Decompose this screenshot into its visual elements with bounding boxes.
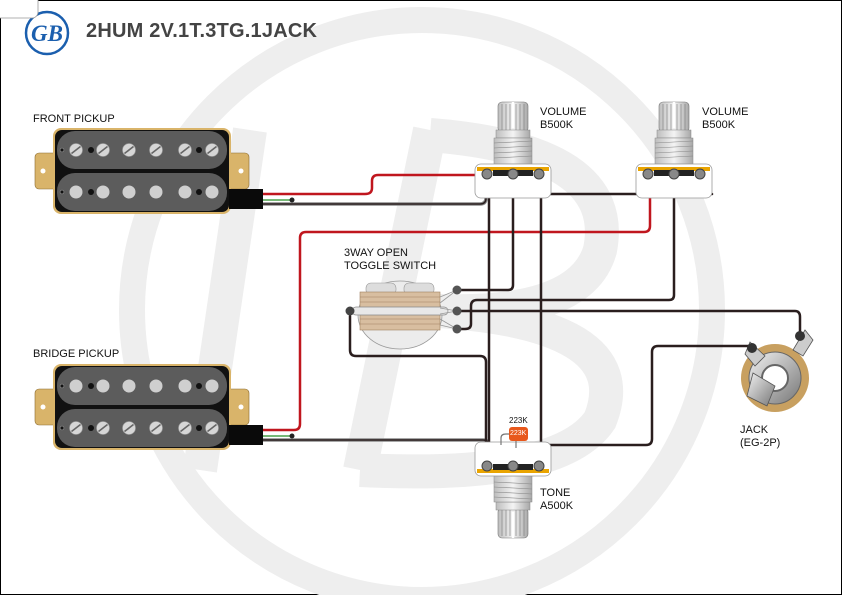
toggle-label: 3WAY OPEN TOGGLE SWITCH bbox=[344, 247, 436, 273]
jack-label: JACK (EG-2P) bbox=[740, 424, 780, 450]
output-jack[interactable] bbox=[741, 329, 814, 412]
wire-vol2-to-toggle bbox=[455, 178, 676, 331]
tone-label: TONE A500K bbox=[540, 487, 573, 513]
volume-1-label: VOLUME B500K bbox=[540, 106, 586, 132]
jack-model: (EG-2P) bbox=[740, 437, 781, 449]
toggle-switch[interactable] bbox=[345, 280, 462, 350]
toggle-label-line1: 3WAY OPEN bbox=[344, 247, 408, 259]
wire-jack-ground bbox=[539, 344, 754, 447]
gb-logo: GB bbox=[24, 10, 70, 56]
tone-value: A500K bbox=[540, 500, 574, 512]
front-pickup-label: FRONT PICKUP bbox=[33, 113, 115, 125]
volume-2-value: B500K bbox=[702, 119, 736, 131]
wire-vol1-to-toggle bbox=[455, 178, 515, 292]
wire-toggle-ground bbox=[348, 314, 488, 464]
toggle-label-line2: TOGGLE SWITCH bbox=[344, 260, 437, 272]
capacitor-label: 223K bbox=[509, 416, 528, 425]
volume-1-name: VOLUME bbox=[540, 106, 587, 118]
wire-bridge-hot bbox=[260, 176, 652, 432]
page-title: 2HUM 2V.1T.3TG.1JACK bbox=[86, 20, 318, 42]
wire-toggle-to-jack bbox=[455, 309, 802, 337]
volume-2-name: VOLUME bbox=[702, 106, 749, 118]
tone-name: TONE bbox=[540, 487, 571, 499]
tone-capacitor[interactable] bbox=[500, 427, 528, 448]
wire-front-hot bbox=[260, 173, 486, 196]
jack-name: JACK bbox=[740, 424, 769, 436]
volume-2-label: VOLUME B500K bbox=[702, 106, 748, 132]
volume-1-value: B500K bbox=[540, 119, 574, 131]
logo-text: GB bbox=[31, 21, 63, 46]
capacitor-body-label: 223K bbox=[510, 430, 527, 437]
bridge-pickup-label: BRIDGE PICKUP bbox=[33, 348, 120, 360]
bridge-pickup[interactable] bbox=[34, 364, 263, 450]
front-pickup[interactable] bbox=[34, 128, 263, 214]
